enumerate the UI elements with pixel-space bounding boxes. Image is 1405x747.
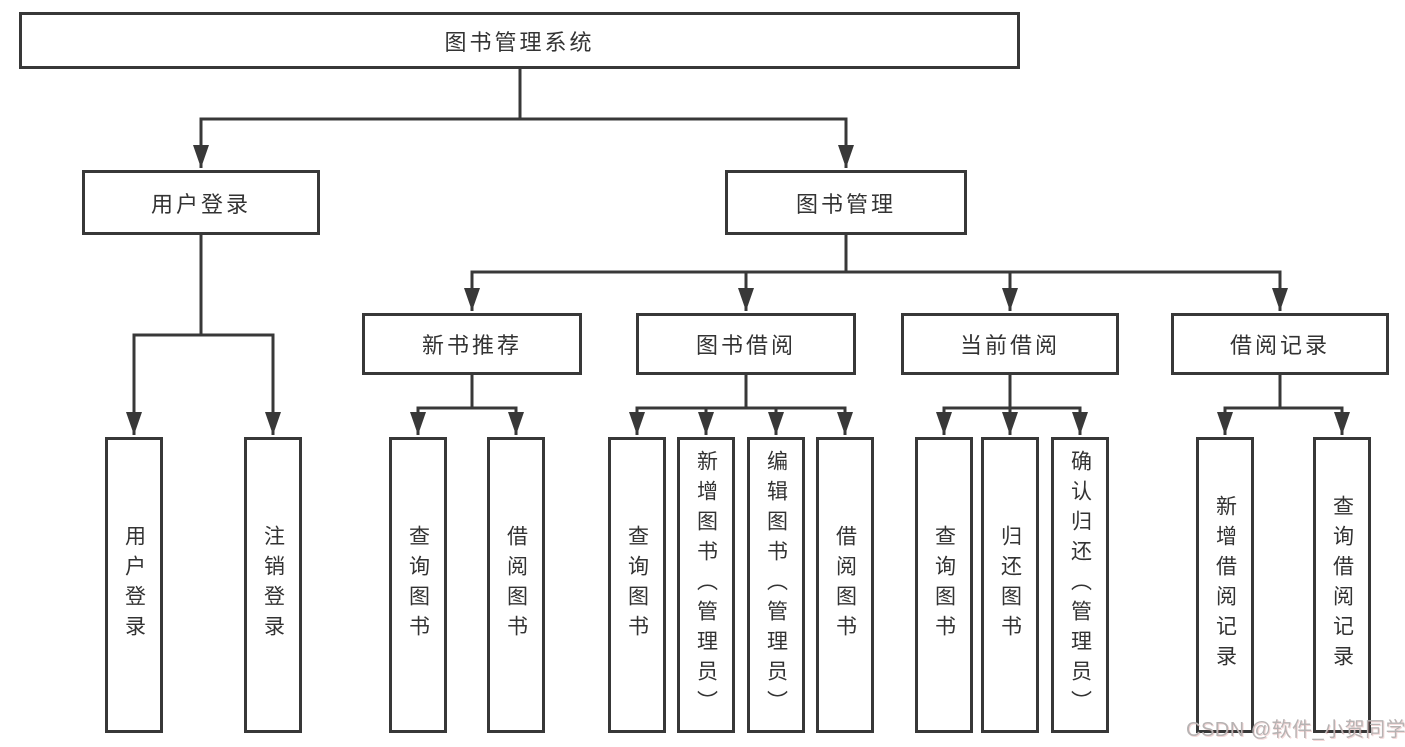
node-borrow-records: 借阅记录: [1171, 313, 1389, 375]
leaf-query-books-borrow-label: 查询图书: [625, 525, 649, 645]
node-book-management-label: 图书管理: [795, 191, 896, 217]
leaf-borrow-books-recommend: 借阅图书: [487, 437, 545, 733]
leaf-borrow-books: 借阅图书: [816, 437, 874, 733]
node-book-borrow: 图书借阅: [636, 313, 856, 375]
leaf-query-borrow-record: 查询借阅记录: [1313, 437, 1371, 733]
leaf-edit-book-admin: 编辑图书（管理员）: [747, 437, 805, 733]
node-new-book-recommend-label: 新书推荐: [421, 333, 522, 358]
leaf-query-books-borrow: 查询图书: [608, 437, 666, 733]
leaf-logout-label: 注销登录: [261, 525, 285, 645]
leaf-confirm-return-admin-label: 确认归还（管理员）: [1068, 450, 1092, 720]
node-book-management: 图书管理: [725, 170, 967, 235]
leaf-query-books-current-label: 查询图书: [932, 525, 956, 645]
leaf-borrow-books-label: 借阅图书: [833, 525, 857, 645]
node-user-login-label: 用户登录: [150, 191, 251, 217]
leaf-query-books-current: 查询图书: [915, 437, 973, 733]
node-current-borrow-label: 当前借阅: [959, 333, 1060, 358]
watermark: CSDN @软件_小贺同学: [1186, 719, 1405, 741]
leaf-user-login-label: 用户登录: [122, 525, 146, 645]
node-library-system-label: 图书管理系统: [444, 29, 595, 55]
node-current-borrow: 当前借阅: [901, 313, 1119, 375]
leaf-query-borrow-record-label: 查询借阅记录: [1330, 495, 1354, 675]
node-user-login: 用户登录: [82, 170, 320, 235]
leaf-confirm-return-admin: 确认归还（管理员）: [1051, 437, 1109, 733]
leaf-return-book: 归还图书: [981, 437, 1039, 733]
leaf-query-books-recommend-label: 查询图书: [406, 525, 430, 645]
leaf-add-borrow-record: 新增借阅记录: [1196, 437, 1254, 733]
node-book-borrow-label: 图书借阅: [695, 333, 796, 358]
leaf-return-book-label: 归还图书: [998, 525, 1022, 645]
leaf-edit-book-admin-label: 编辑图书（管理员）: [764, 450, 788, 720]
node-borrow-records-label: 借阅记录: [1229, 333, 1330, 358]
leaf-borrow-books-recommend-label: 借阅图书: [504, 525, 528, 645]
leaf-user-login: 用户登录: [105, 437, 163, 733]
leaf-logout: 注销登录: [244, 437, 302, 733]
leaf-query-books-recommend: 查询图书: [389, 437, 447, 733]
node-library-system: 图书管理系统: [19, 12, 1020, 69]
leaf-add-book-admin: 新增图书（管理员）: [677, 437, 735, 733]
leaf-add-borrow-record-label: 新增借阅记录: [1213, 495, 1237, 675]
node-new-book-recommend: 新书推荐: [362, 313, 582, 375]
leaf-add-book-admin-label: 新增图书（管理员）: [694, 450, 718, 720]
